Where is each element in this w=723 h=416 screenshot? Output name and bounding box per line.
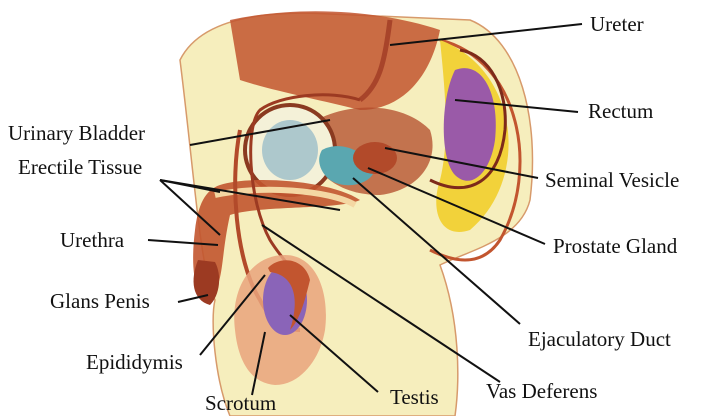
label-vas-deferens: Vas Deferens bbox=[486, 381, 597, 402]
label-glans-penis: Glans Penis bbox=[50, 291, 150, 312]
label-testis: Testis bbox=[390, 387, 439, 408]
label-ejaculatory-duct: Ejaculatory Duct bbox=[528, 329, 671, 350]
label-scrotum: Scrotum bbox=[205, 393, 276, 414]
label-urinary-bladder: Urinary Bladder bbox=[8, 123, 145, 144]
label-prostate-gland: Prostate Gland bbox=[553, 236, 677, 257]
label-ureter: Ureter bbox=[590, 14, 644, 35]
label-erectile-tissue: Erectile Tissue bbox=[18, 157, 142, 178]
prostate-shape bbox=[353, 142, 397, 174]
label-rectum: Rectum bbox=[588, 101, 653, 122]
bladder-inner bbox=[262, 120, 318, 180]
label-epididymis: Epididymis bbox=[86, 352, 183, 373]
label-seminal-vesicle: Seminal Vesicle bbox=[545, 170, 679, 191]
label-urethra: Urethra bbox=[60, 230, 124, 251]
